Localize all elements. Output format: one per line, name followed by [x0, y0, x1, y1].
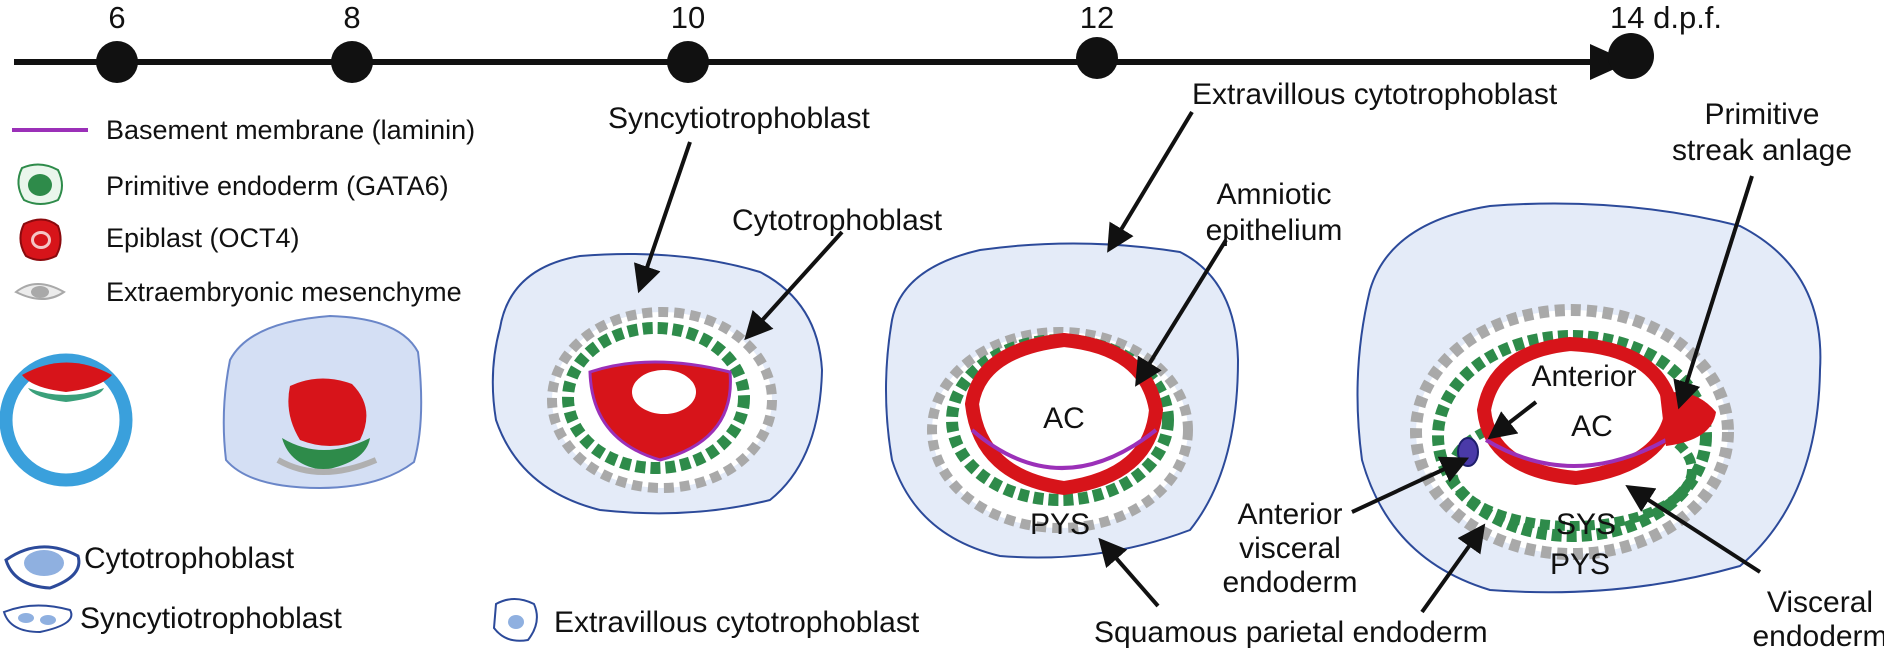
label-anterior-ve-2: visceral [1239, 532, 1341, 565]
label-pys-day14: PYS [1550, 548, 1610, 581]
arrow-amniotic-epithelium [1135, 238, 1228, 387]
legend-extravillous-cytotrophoblast: Extravillous cytotrophoblast [554, 606, 920, 639]
label-extravillous-cytotrophoblast-top: Extravillous cytotrophoblast [1192, 78, 1558, 111]
arrow-squamous-parietal-endoderm [1098, 537, 1160, 608]
arrow-cytotrophoblast [744, 230, 844, 341]
arrow-extravillous-top [1107, 110, 1194, 253]
label-primitive-1: Primitive [1704, 98, 1819, 131]
epiblast-swatch [19, 218, 62, 261]
timeline-label-6: 6 [108, 0, 125, 35]
timeline-dot-6 [96, 41, 138, 83]
label-anterior: Anterior [1531, 360, 1636, 393]
label-ac-day14: AC [1571, 410, 1613, 443]
timeline: 6 8 10 12 14 d.p.f. [14, 0, 1722, 83]
label-ac-day12: AC [1043, 402, 1085, 435]
timeline-label-10: 10 [671, 0, 705, 35]
label-visceral-1: Visceral [1767, 586, 1873, 619]
annotation-labels: Syncytiotrophoblast Cytotrophoblast Extr… [608, 78, 1884, 652]
legend-primitive-endoderm: Primitive endoderm (GATA6) [106, 171, 449, 201]
legend-top: Basement membrane (laminin) Primitive en… [12, 115, 475, 307]
label-syncytiotrophoblast: Syncytiotrophoblast [608, 102, 870, 135]
label-anterior-ve-1: Anterior [1237, 498, 1342, 531]
annotation-arrows [634, 110, 1762, 614]
timeline-label-14: 14 d.p.f. [1610, 0, 1722, 35]
day12-embryo [885, 242, 1240, 559]
label-pys-day12: PYS [1030, 508, 1090, 541]
timeline-dot-10 [667, 41, 709, 83]
legend-bottom: Cytotrophoblast Syncytiotrophoblast Extr… [2, 542, 920, 642]
legend-cytotrophoblast: Cytotrophoblast [84, 542, 295, 575]
legend-epiblast: Epiblast (OCT4) [106, 223, 300, 253]
syncytiotrophoblast-swatch [2, 604, 73, 634]
legend-syncytiotrophoblast: Syncytiotrophoblast [80, 602, 342, 635]
mesenchyme-swatch [14, 283, 66, 300]
arrow-anterior [1487, 400, 1538, 440]
timeline-label-12: 12 [1080, 0, 1114, 35]
label-primitive-2: streak anlage [1672, 134, 1852, 167]
timeline-dot-14 [1608, 33, 1654, 79]
day6-epiblast-cluster [22, 362, 112, 392]
label-sys-day14: SYS [1556, 508, 1616, 541]
extravillous-swatch [492, 598, 538, 642]
label-amniotic-2: epithelium [1206, 214, 1343, 247]
arrow-primitive-streak [1673, 175, 1754, 410]
primitive-endoderm-swatch [17, 163, 63, 205]
timeline-dot-12 [1076, 37, 1118, 79]
label-visceral-2: endoderm [1752, 620, 1884, 652]
legend-basement-membrane: Basement membrane (laminin) [106, 115, 475, 145]
arrow-syncytiotrophoblast [634, 141, 692, 294]
arrow-anterior-visceral-endoderm [1351, 456, 1470, 514]
day6-hypoblast [28, 388, 104, 402]
label-amniotic-1: Amniotic [1216, 178, 1331, 211]
legend-extraembryonic-mesenchyme: Extraembryonic mesenchyme [106, 277, 462, 307]
arrow-visceral-endoderm [1625, 484, 1762, 574]
day8-implantation [222, 314, 423, 490]
arrow-squamous-day14 [1420, 523, 1486, 614]
day14-embryo [1356, 202, 1822, 594]
cytotrophoblast-swatch [4, 545, 81, 590]
label-squamous-parietal-endoderm: Squamous parietal endoderm [1094, 616, 1488, 649]
label-cytotrophoblast: Cytotrophoblast [732, 204, 943, 237]
day6-blastocyst [0, 353, 133, 487]
timeline-label-8: 8 [343, 0, 360, 35]
timeline-dot-8 [331, 41, 373, 83]
label-anterior-ve-3: endoderm [1222, 566, 1357, 599]
day10-embryo [491, 253, 824, 515]
